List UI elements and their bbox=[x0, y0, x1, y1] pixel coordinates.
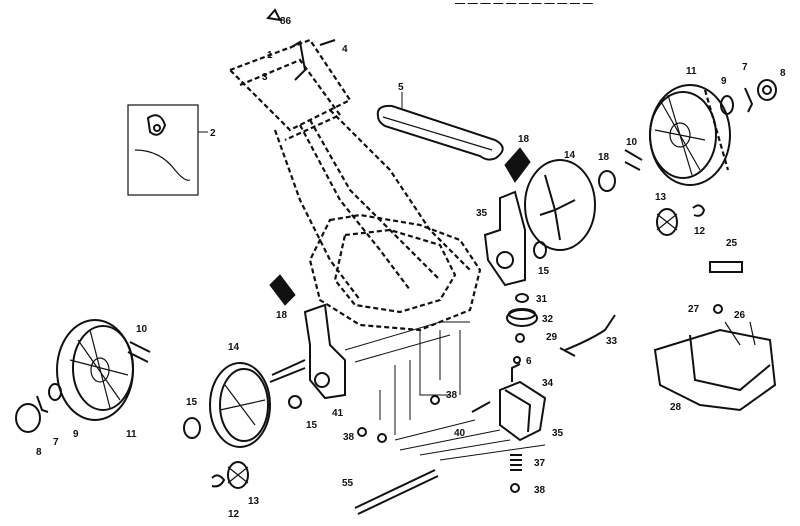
callout-10-right: 10 bbox=[626, 137, 638, 148]
callout-2: 2 bbox=[210, 128, 216, 139]
callout-10-left: 10 bbox=[136, 324, 148, 335]
washer-18-left bbox=[183, 417, 201, 439]
callout-11-left: 11 bbox=[126, 429, 137, 440]
callout-38-mid: 38 bbox=[446, 390, 458, 401]
callout-55: 55 bbox=[342, 478, 354, 489]
callout-33: 33 bbox=[606, 336, 618, 347]
callout-38-low: 38 bbox=[534, 485, 546, 496]
callout-36: 35 bbox=[552, 428, 564, 439]
callout-9-right: 9 bbox=[721, 76, 727, 87]
callout-25: 25 bbox=[726, 238, 738, 249]
callout-28: 28 bbox=[670, 402, 682, 413]
drive-belt bbox=[376, 92, 504, 161]
callout-9-left: 9 bbox=[73, 429, 79, 440]
hubcap-8-right bbox=[757, 79, 777, 101]
bushing-10-right bbox=[624, 149, 643, 171]
callout-34: 34 bbox=[542, 378, 554, 389]
part-6-mid bbox=[513, 356, 521, 364]
bolt-27 bbox=[713, 304, 723, 314]
callout-31: 31 bbox=[536, 294, 548, 305]
adjuster-cap-18-left bbox=[269, 274, 296, 306]
hubcap-8-left bbox=[15, 403, 41, 433]
right-wheel bbox=[649, 84, 731, 186]
header-fragment: — — — — — — — — — — — bbox=[455, 0, 593, 9]
callout-27: 27 bbox=[688, 304, 700, 315]
callout-13-left: 13 bbox=[248, 496, 260, 507]
spring-40 bbox=[471, 401, 491, 413]
callout-15-bracket: 15 bbox=[306, 420, 318, 431]
callout-4: 4 bbox=[342, 44, 348, 55]
washer-9-right bbox=[720, 95, 734, 115]
callout-6-mid: 6 bbox=[526, 356, 532, 367]
part-31 bbox=[515, 293, 529, 303]
callout-18-left: 18 bbox=[276, 310, 288, 321]
rod-55 bbox=[354, 469, 436, 509]
callout-5: 5 bbox=[398, 82, 404, 93]
cable-33 bbox=[564, 314, 616, 351]
washer-9-left bbox=[48, 383, 62, 401]
callout-14-left: 14 bbox=[228, 342, 240, 353]
callout-8-left: 8 bbox=[36, 447, 42, 458]
clip-12-left bbox=[211, 474, 226, 488]
callout-8-right: 8 bbox=[780, 68, 786, 79]
callout-38-left: 38 bbox=[343, 432, 355, 443]
callout-35-top: 35 bbox=[476, 208, 488, 219]
callout-1: 1 bbox=[267, 50, 273, 61]
callout-11-right: 11 bbox=[686, 66, 697, 77]
right-gear bbox=[656, 208, 678, 236]
left-rim bbox=[209, 362, 271, 448]
callout-26: 26 bbox=[734, 310, 746, 321]
handle-lever bbox=[266, 8, 336, 81]
callout-7-left: 7 bbox=[53, 437, 59, 448]
left-bracket bbox=[269, 303, 346, 400]
callout-40: 40 bbox=[454, 428, 466, 439]
callout-86: 86 bbox=[280, 16, 292, 27]
callout-12-left: 12 bbox=[228, 509, 240, 520]
callout-18-top: 18 bbox=[518, 134, 530, 145]
clip-12-right bbox=[692, 204, 706, 217]
part-29 bbox=[515, 333, 525, 343]
part-15-left bbox=[288, 395, 302, 409]
clip-7-right bbox=[744, 87, 754, 113]
transmission bbox=[499, 363, 547, 442]
gearbox-bracket bbox=[483, 190, 547, 287]
callout-7-right: 7 bbox=[742, 62, 748, 73]
callout-18-right: 18 bbox=[598, 152, 610, 163]
adjuster-cap-18-right bbox=[504, 147, 531, 183]
grass-box-28 bbox=[653, 321, 777, 412]
spring-37 bbox=[510, 454, 522, 471]
callout-3: 3 bbox=[262, 72, 268, 83]
handle-assembly bbox=[228, 38, 482, 332]
callout-32: 32 bbox=[542, 314, 554, 325]
callout-14-right: 14 bbox=[564, 150, 576, 161]
left-wheel bbox=[56, 319, 134, 421]
bushing-10-left bbox=[127, 341, 151, 363]
callout-41: 41 bbox=[332, 408, 344, 419]
part-38-low bbox=[510, 483, 520, 493]
linkage-lines bbox=[344, 321, 546, 461]
callout-13-right: 13 bbox=[655, 192, 667, 203]
callout-15-right: 15 bbox=[538, 266, 550, 277]
callout-37: 37 bbox=[534, 458, 546, 469]
right-rim bbox=[524, 159, 596, 251]
washer-18-right bbox=[598, 170, 616, 192]
control-cable-inset bbox=[127, 104, 208, 196]
clip-7-left bbox=[36, 395, 49, 413]
plate-25 bbox=[709, 261, 743, 273]
callout-29: 29 bbox=[546, 332, 558, 343]
callout-15-left: 15 bbox=[186, 397, 198, 408]
left-gear bbox=[227, 461, 249, 489]
callout-12-right: 12 bbox=[694, 226, 706, 237]
